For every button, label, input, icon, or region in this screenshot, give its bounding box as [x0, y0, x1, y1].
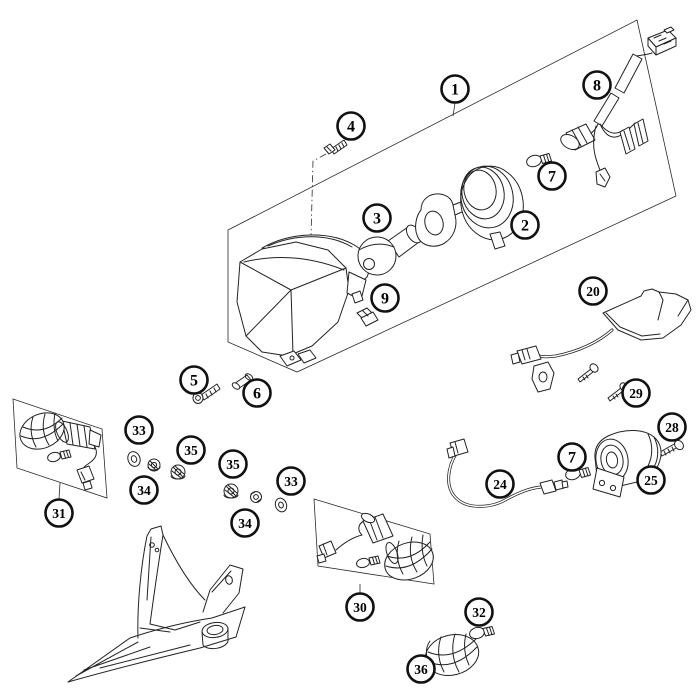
callout-35-left[interactable]: 35 — [176, 435, 206, 465]
callout-circle — [406, 654, 436, 684]
tail-bulb-7 — [565, 467, 591, 481]
callout-1[interactable]: 1 — [440, 74, 470, 104]
rear-turn-signal — [313, 498, 435, 594]
callout-33-left[interactable]: 33 — [124, 415, 154, 445]
callout-number: 5 — [190, 373, 198, 390]
callouts: 1 4 8 7 2 3 9 20 — [44, 70, 687, 684]
callout-number: 35 — [226, 457, 240, 472]
callout-34-left[interactable]: 34 — [129, 475, 159, 505]
callout-number: 4 — [347, 119, 355, 136]
wiring-harness — [560, 26, 677, 188]
callout-number: 33 — [284, 474, 298, 489]
callout-circle — [218, 449, 248, 479]
headlight-group-panel — [227, 19, 677, 373]
rubber-boot — [460, 165, 524, 250]
callout-number: 25 — [644, 473, 658, 488]
callout-circle — [370, 283, 400, 313]
callout-number: 33 — [132, 423, 146, 438]
callout-number: 30 — [353, 600, 367, 615]
callout-number: 36 — [414, 662, 428, 677]
callout-33-right[interactable]: 33 — [276, 466, 306, 496]
bulb-retainer-plate — [415, 193, 465, 247]
front-turn-signal — [12, 398, 108, 500]
callout-number: 20 — [586, 284, 600, 299]
callout-circle — [336, 111, 366, 141]
callout-28[interactable]: 28 — [657, 412, 687, 442]
callout-circle — [276, 466, 306, 496]
callout-number: 8 — [593, 78, 601, 95]
adjuster-clip — [356, 307, 379, 327]
callout-32[interactable]: 32 — [464, 597, 494, 627]
callout-circle — [129, 475, 159, 505]
headlight-mask — [67, 525, 246, 683]
callout-35-right[interactable]: 35 — [218, 449, 248, 479]
callout-4[interactable]: 4 — [336, 111, 366, 141]
callout-circle — [176, 435, 206, 465]
callout-number: 28 — [665, 420, 679, 435]
headlight-bulb — [357, 224, 423, 276]
callout-circle — [485, 469, 515, 499]
callout-circle — [621, 378, 651, 408]
headlight-lens — [236, 234, 370, 367]
callout-31[interactable]: 31 — [44, 498, 74, 528]
callout-number: 35 — [184, 443, 198, 458]
callout-number: 24 — [493, 477, 507, 492]
callout-circle — [582, 70, 612, 100]
callout-number: 2 — [521, 218, 529, 235]
callout-7-top[interactable]: 7 — [537, 161, 567, 191]
callout-circle — [362, 203, 392, 233]
callout-8[interactable]: 8 — [582, 70, 612, 100]
parking-bulb-top — [526, 153, 552, 168]
callout-circle — [557, 442, 587, 472]
callout-number: 1 — [451, 82, 459, 99]
callout-number: 6 — [253, 386, 261, 403]
screw-4 — [323, 139, 348, 155]
callout-circle — [345, 592, 375, 622]
callout-number: 7 — [548, 169, 556, 186]
callout-number: 31 — [52, 506, 66, 521]
callout-25[interactable]: 25 — [636, 465, 666, 495]
callout-6[interactable]: 6 — [242, 378, 272, 408]
callout-circle — [537, 161, 567, 191]
callout-29[interactable]: 29 — [621, 378, 651, 408]
callout-circle — [464, 597, 494, 627]
callout-circle — [242, 378, 272, 408]
callout-36[interactable]: 36 — [406, 654, 436, 684]
fastener-group-right — [223, 483, 288, 513]
callout-circle — [657, 412, 687, 442]
callout-circle — [230, 508, 260, 538]
license-plate-light — [510, 288, 692, 393]
callout-30[interactable]: 30 — [345, 592, 375, 622]
callout-34-right[interactable]: 34 — [230, 508, 260, 538]
callout-24[interactable]: 24 — [485, 469, 515, 499]
callout-number: 34 — [137, 483, 151, 498]
signal-bulb-32 — [469, 626, 495, 640]
fastener-group-left — [127, 451, 186, 480]
callout-5[interactable]: 5 — [179, 365, 209, 395]
screws-29 — [577, 363, 629, 402]
callout-number: 7 — [568, 450, 576, 467]
callout-circle — [578, 276, 608, 306]
callout-2[interactable]: 2 — [510, 210, 540, 240]
callout-circle — [44, 498, 74, 528]
callout-circle — [636, 465, 666, 495]
callout-3[interactable]: 3 — [362, 203, 392, 233]
callout-circle — [440, 74, 470, 104]
callout-circle — [179, 365, 209, 395]
spacer-sleeve-6 — [231, 373, 254, 390]
callout-number: 3 — [373, 211, 381, 228]
callout-9[interactable]: 9 — [370, 283, 400, 313]
callout-number: 9 — [381, 291, 389, 308]
callout-20[interactable]: 20 — [578, 276, 608, 306]
tail-light-wire — [446, 438, 569, 508]
callout-number: 34 — [238, 516, 252, 531]
callout-number: 32 — [472, 605, 486, 620]
callout-circle — [124, 415, 154, 445]
callout-number: 29 — [629, 386, 643, 401]
callout-7-bottom[interactable]: 7 — [557, 442, 587, 472]
callout-circle — [510, 210, 540, 240]
